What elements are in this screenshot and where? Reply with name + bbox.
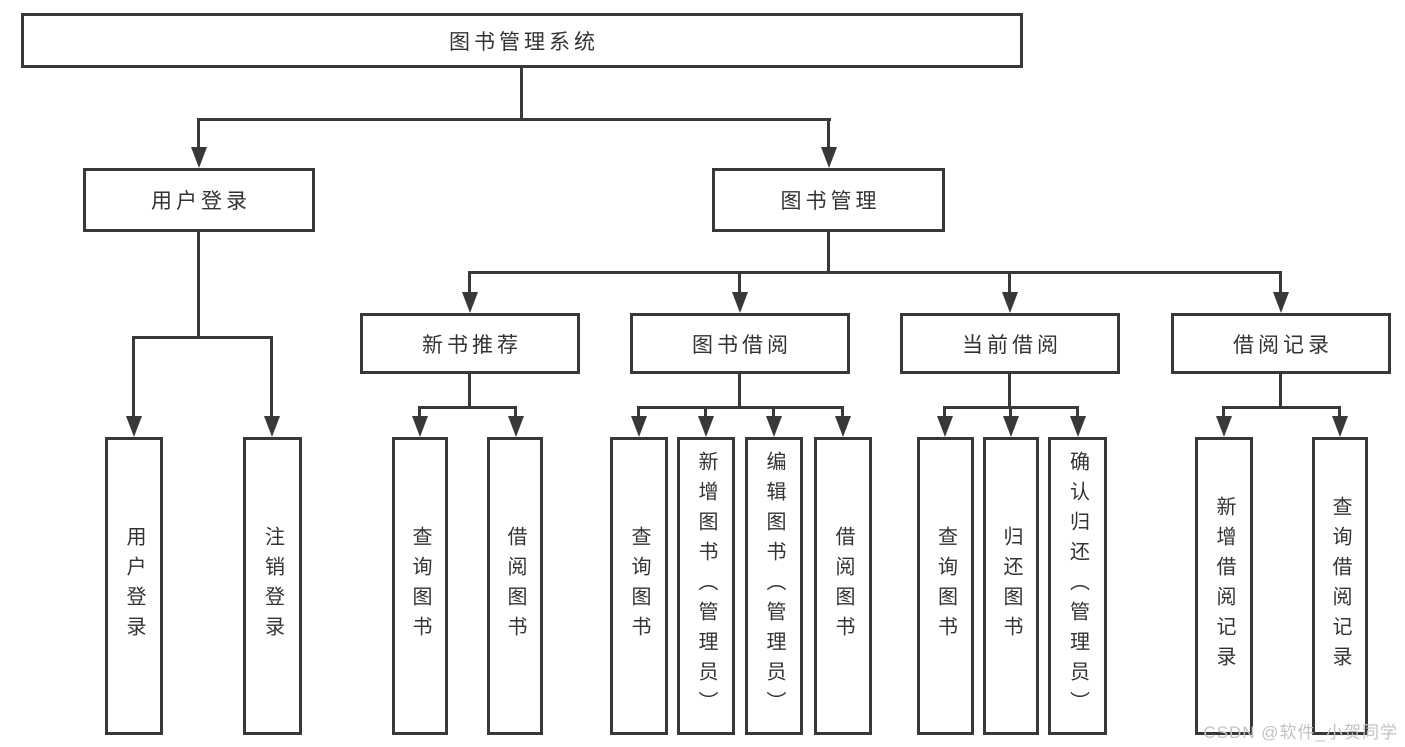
connector-line: [943, 406, 946, 421]
connector-line: [514, 406, 517, 421]
connector-line: [772, 406, 775, 421]
node-leaf-label: 查询借阅记录: [1329, 496, 1351, 676]
node-book-borrow: 图书借阅: [630, 313, 850, 374]
node-leaf-label: 归还图书: [1000, 526, 1022, 646]
connector-line: [418, 406, 517, 409]
arrow-down-icon: [698, 416, 714, 437]
node-leaf-label: 借阅图书: [832, 526, 854, 646]
connector-line: [1076, 406, 1079, 421]
node-root: 图书管理系统: [21, 13, 1023, 68]
connector-line: [738, 374, 741, 409]
node-leaf-borrow-books-recommend: 借阅图书: [487, 437, 543, 735]
node-current-borrow: 当前借阅: [900, 313, 1120, 374]
arrow-down-icon: [732, 292, 748, 313]
node-leaf-return-books: 归还图书: [983, 437, 1039, 735]
connector-line: [132, 336, 135, 421]
node-leaf-add-books-admin: 新增图书（管理员）: [677, 437, 735, 735]
node-leaf-label: 查询图书: [628, 526, 650, 646]
node-leaf-query-books-current: 查询图书: [917, 437, 974, 735]
node-leaf-logout: 注销登录: [243, 437, 302, 735]
node-leaf-label: 查询图书: [409, 526, 431, 646]
connector-line: [468, 374, 471, 409]
connector-line: [1338, 406, 1341, 421]
connector-line: [1008, 374, 1011, 409]
connector-line: [1279, 374, 1282, 409]
connector-line: [704, 406, 707, 421]
node-user-login: 用户登录: [83, 168, 315, 232]
node-leaf-edit-books-admin: 编辑图书（管理员）: [745, 437, 803, 735]
node-book-management: 图书管理: [712, 168, 945, 232]
connector-line: [520, 68, 523, 120]
arrow-down-icon: [1273, 292, 1289, 313]
connector-line: [738, 271, 741, 294]
arrow-down-icon: [835, 416, 851, 437]
arrow-down-icon: [1070, 416, 1086, 437]
connector-line: [1008, 271, 1011, 294]
node-book-borrow-label: 图书借阅: [692, 333, 792, 357]
connector-line: [1222, 406, 1225, 421]
connector-line: [637, 406, 640, 421]
arrow-down-icon: [412, 416, 428, 437]
connector-line: [197, 118, 200, 150]
node-leaf-label: 确认归还（管理员）: [1066, 451, 1089, 721]
arrow-down-icon: [1216, 416, 1232, 437]
arrow-down-icon: [1332, 416, 1348, 437]
arrow-down-icon: [126, 416, 142, 437]
connector-line: [827, 232, 830, 273]
connector-line: [132, 336, 273, 339]
node-leaf-label: 编辑图书（管理员）: [763, 451, 785, 721]
arrow-down-icon: [937, 416, 953, 437]
node-leaf-query-books-borrow: 查询图书: [610, 437, 668, 735]
node-book-management-label: 图书管理: [780, 190, 881, 213]
node-leaf-borrow-books: 借阅图书: [814, 437, 872, 735]
node-new-book-recommend-label: 新书推荐: [422, 333, 522, 357]
arrow-down-icon: [191, 147, 207, 168]
node-borrow-records: 借阅记录: [1171, 313, 1391, 374]
arrow-down-icon: [1003, 416, 1019, 437]
connector-line: [1009, 406, 1012, 421]
connector-line: [270, 336, 273, 421]
node-current-borrow-label: 当前借阅: [962, 333, 1062, 357]
arrow-down-icon: [462, 292, 478, 313]
arrow-down-icon: [766, 416, 782, 437]
node-leaf-logout-label: 注销登录: [261, 526, 284, 646]
connector-line: [468, 271, 1282, 274]
node-leaf-label: 新增图书（管理员）: [695, 451, 717, 721]
connector-line: [827, 118, 830, 150]
node-new-book-recommend: 新书推荐: [360, 313, 580, 374]
node-borrow-records-label: 借阅记录: [1233, 333, 1333, 357]
node-leaf-query-borrow-record: 查询借阅记录: [1312, 437, 1368, 735]
arrow-down-icon: [1002, 292, 1018, 313]
connector-line: [197, 232, 200, 339]
connector-line: [198, 118, 831, 121]
connector-line: [841, 406, 844, 421]
node-leaf-label: 新增借阅记录: [1213, 496, 1235, 676]
connector-line: [1279, 271, 1282, 294]
node-leaf-user-login-label: 用户登录: [123, 526, 145, 646]
arrow-down-icon: [821, 147, 837, 168]
arrow-down-icon: [508, 416, 524, 437]
node-leaf-label: 借阅图书: [504, 526, 526, 646]
node-leaf-label: 查询图书: [934, 526, 957, 646]
arrow-down-icon: [264, 416, 280, 437]
connector-line: [418, 406, 421, 421]
node-leaf-confirm-return-admin: 确认归还（管理员）: [1048, 437, 1107, 735]
node-leaf-add-borrow-record: 新增借阅记录: [1195, 437, 1253, 735]
node-leaf-query-books-recommend: 查询图书: [392, 437, 448, 735]
connector-line: [637, 406, 844, 409]
node-user-login-label: 用户登录: [151, 190, 251, 213]
arrow-down-icon: [631, 416, 647, 437]
connector-line: [468, 271, 471, 294]
node-root-label: 图书管理系统: [449, 30, 599, 54]
connector-line: [1222, 406, 1341, 409]
csdn-watermark: CSDN @软件_小贺同学: [1203, 723, 1398, 742]
node-leaf-user-login: 用户登录: [105, 437, 163, 735]
